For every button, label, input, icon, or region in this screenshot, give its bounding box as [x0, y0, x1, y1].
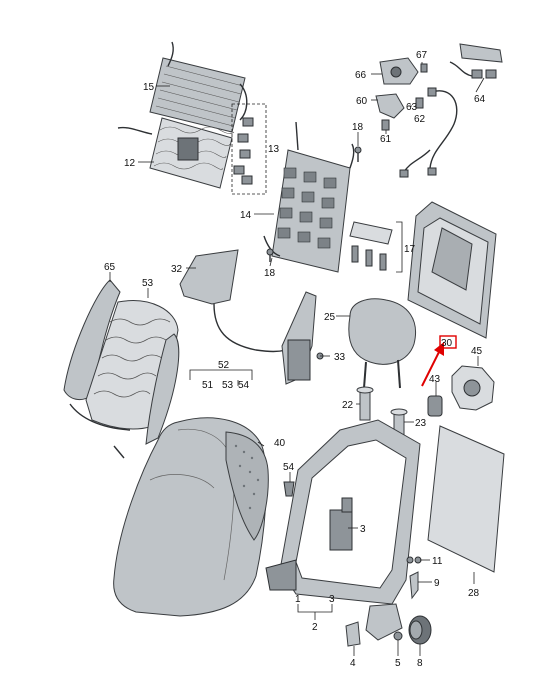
label-17[interactable]: 17 [404, 244, 416, 255]
part-65-side-bolster[interactable] [63, 279, 121, 400]
label-45[interactable]: 45 [471, 346, 483, 357]
part-63-cable[interactable] [399, 87, 458, 178]
part-12-seat-mat[interactable] [117, 117, 235, 189]
part-54-clip[interactable] [283, 481, 295, 497]
label-43[interactable]: 43 [429, 374, 441, 385]
label-5[interactable]: 5 [395, 658, 401, 669]
frame-hinge-plate [365, 603, 403, 641]
label-61[interactable]: 61 [380, 134, 392, 145]
part-25-headrest[interactable] [348, 298, 416, 389]
label-15[interactable]: 15 [143, 82, 155, 93]
label-18-bottom[interactable]: 18 [264, 268, 276, 279]
part-28-back-panel[interactable] [427, 425, 505, 573]
part-3-recliner-mechanism[interactable] [329, 497, 353, 551]
label-32[interactable]: 32 [171, 264, 183, 275]
part-30-highlight-arrow [421, 342, 444, 387]
label-1[interactable]: 1 [295, 594, 301, 605]
label-2[interactable]: 2 [312, 622, 318, 633]
label-66[interactable]: 66 [355, 70, 367, 81]
label-14[interactable]: 14 [240, 210, 252, 221]
leader-lines [109, 62, 485, 656]
part-17-brackets[interactable] [349, 221, 403, 273]
label-53-top[interactable]: 53 [142, 278, 154, 289]
label-63[interactable]: 63 [406, 102, 418, 113]
part-8-knob[interactable] [408, 615, 432, 645]
part-4-clip[interactable] [345, 621, 361, 647]
part-33-trim-assembly[interactable] [281, 291, 324, 385]
part-5-bolt[interactable] [393, 631, 403, 641]
part-22-headrest-guide[interactable] [356, 386, 374, 421]
label-4[interactable]: 4 [350, 658, 356, 669]
label-12[interactable]: 12 [124, 158, 136, 169]
label-28[interactable]: 28 [468, 588, 480, 599]
label-22[interactable]: 22 [342, 400, 354, 411]
part-30-backrest-panel[interactable] [407, 201, 497, 339]
part-43-knob[interactable] [427, 395, 443, 417]
label-62[interactable]: 62 [414, 114, 426, 125]
label-65[interactable]: 65 [104, 262, 116, 273]
part-18-screws[interactable] [266, 146, 362, 262]
label-51[interactable]: 51 [202, 380, 214, 391]
label-13[interactable]: 13 [268, 144, 280, 155]
part-45-cover[interactable] [451, 365, 495, 411]
part-labels: 15 12 13 14 18 18 17 66 67 60 63 62 61 6… [104, 50, 486, 669]
label-60[interactable]: 60 [356, 96, 368, 107]
part-9-trim-strip[interactable] [409, 571, 419, 600]
part-14-backrest-support[interactable] [263, 121, 355, 273]
label-33[interactable]: 33 [334, 352, 346, 363]
label-9[interactable]: 9 [434, 578, 440, 589]
label-52[interactable]: 52 [218, 360, 230, 371]
part-53-seat-cushion-spring[interactable] [69, 300, 180, 459]
part-60-bracket[interactable] [375, 93, 405, 119]
label-54-bottom[interactable]: 54 [283, 462, 295, 473]
part-13-connectors[interactable] [231, 103, 267, 195]
part-62-clip[interactable] [415, 97, 424, 109]
part-64-bracket-assembly[interactable] [449, 43, 503, 79]
part-11-screws[interactable] [406, 556, 422, 564]
label-23[interactable]: 23 [415, 418, 427, 429]
label-3-bottom[interactable]: 3 [329, 594, 335, 605]
label-53-bottom[interactable]: 53 [222, 380, 234, 391]
label-8[interactable]: 8 [417, 658, 423, 669]
part-30-highlight-box [439, 335, 457, 349]
label-54-top[interactable]: 54 [238, 380, 250, 391]
part-61-clip[interactable] [381, 119, 390, 131]
label-25[interactable]: 25 [324, 312, 336, 323]
label-64[interactable]: 64 [474, 94, 486, 105]
part-40-seat-cover-mesh[interactable] [225, 431, 269, 541]
part-67-screw[interactable] [420, 63, 428, 73]
label-40[interactable]: 40 [274, 438, 286, 449]
label-11[interactable]: 11 [432, 556, 443, 567]
label-18-top[interactable]: 18 [352, 122, 364, 133]
label-30[interactable]: 30 [441, 338, 453, 349]
part-66-motor[interactable] [379, 57, 419, 85]
label-67[interactable]: 67 [416, 50, 428, 61]
label-3-right[interactable]: 3 [360, 524, 366, 535]
part-32-side-trim[interactable] [179, 249, 287, 353]
